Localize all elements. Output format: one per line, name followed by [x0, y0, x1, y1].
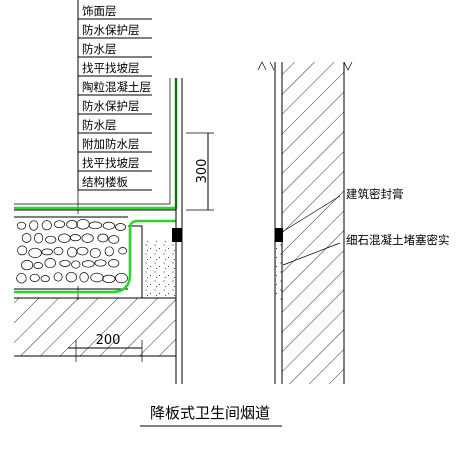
aggregate-pebble	[81, 260, 95, 268]
structural-slab	[14, 298, 176, 356]
aggregate-pebble	[65, 271, 77, 283]
aggregate-pebble	[45, 235, 57, 244]
screed-layer	[142, 240, 176, 298]
aggregate-pebble	[41, 248, 53, 256]
aggregate-pebble	[53, 246, 64, 256]
aggregate-pebble	[94, 259, 107, 267]
layer-label: 附加防水层	[82, 137, 140, 151]
aggregate-pebble	[59, 259, 71, 267]
ceramsite-concrete-fill	[14, 214, 128, 286]
layer-label: 陶粒混凝土层	[82, 80, 151, 94]
aggregate-pebble	[53, 272, 63, 282]
aggregate-pebble	[66, 220, 78, 229]
aggregate-pebble	[115, 272, 128, 284]
dimension-horizontal: 200	[68, 333, 143, 362]
callout-sealant-text: 建筑密封膏	[346, 187, 404, 201]
layer-label: 防水保护层	[82, 23, 140, 37]
sealant-block-right	[275, 228, 283, 242]
aggregate-pebble	[29, 220, 39, 231]
aggregate-pebble	[21, 233, 32, 243]
layer-label: 防水层	[82, 42, 117, 56]
aggregate-pebble	[28, 247, 42, 258]
aggregate-pebble	[89, 247, 101, 259]
aggregate-pebble	[79, 272, 89, 283]
layer-label: 饰面层	[82, 4, 117, 18]
aggregate-pebble	[104, 246, 114, 257]
aggregate-pebble	[69, 234, 81, 242]
aggregate-pebble	[53, 220, 66, 229]
screed-right	[276, 242, 282, 302]
callout-fill-text: 细石混凝土堵塞密实	[346, 233, 450, 247]
aggregate-pebble	[40, 275, 50, 283]
floor-construction	[14, 209, 176, 357]
aggregate-pebble	[67, 246, 78, 258]
aggregate-pebble	[16, 221, 27, 230]
aggregate-pebble	[108, 235, 120, 244]
aggregate-pebble	[76, 246, 89, 256]
aggregate-pebble	[102, 274, 116, 284]
layer-label: 防水层	[82, 118, 117, 132]
aggregate-pebble	[81, 233, 94, 243]
aggregate-pebble	[97, 233, 109, 243]
flue-wall-hatch	[282, 62, 344, 384]
dimension-vertical: 300	[186, 132, 214, 211]
aggregate-pebble	[17, 245, 28, 256]
aggregate-pebble	[41, 220, 52, 231]
drawing-title: 降板式卫生间烟道	[140, 404, 282, 427]
aggregate-pebble	[21, 260, 34, 271]
dimension-200-text: 200	[96, 333, 121, 348]
aggregate-pebble	[71, 260, 81, 269]
dimension-300-text: 300	[195, 159, 210, 184]
aggregate-pebble	[102, 221, 115, 230]
drawing-title-text: 降板式卫生间烟道	[150, 404, 270, 422]
layer-label: 防水保护层	[82, 99, 140, 113]
ceramsite-aggregate	[16, 218, 128, 284]
layer-label: 结构楼板	[82, 175, 128, 189]
aggregate-pebble	[44, 258, 56, 269]
aggregate-pebble	[16, 272, 27, 284]
aggregate-pebble	[29, 273, 40, 282]
aggregate-pebble	[108, 259, 120, 268]
membrane-drop	[14, 219, 176, 294]
sealant-block-left	[172, 228, 182, 242]
callout-fill: 细石混凝土堵塞密实	[282, 233, 450, 266]
drop-step-outline	[128, 225, 143, 298]
callout-sealant: 建筑密封膏	[281, 187, 404, 233]
flue-shaft	[172, 61, 353, 384]
aggregate-pebble	[33, 262, 43, 269]
aggregate-pebble	[115, 223, 126, 231]
layer-labels: 饰面层防水保护层防水层找平找坡层陶粒混凝土层防水保护层防水层附加防水层找平找坡层…	[77, 0, 152, 300]
layer-label: 找平找坡层	[82, 61, 140, 75]
aggregate-pebble	[88, 221, 103, 230]
aggregate-pebble	[118, 247, 128, 255]
layer-label: 找平找坡层	[82, 156, 140, 170]
aggregate-pebble	[34, 232, 44, 244]
